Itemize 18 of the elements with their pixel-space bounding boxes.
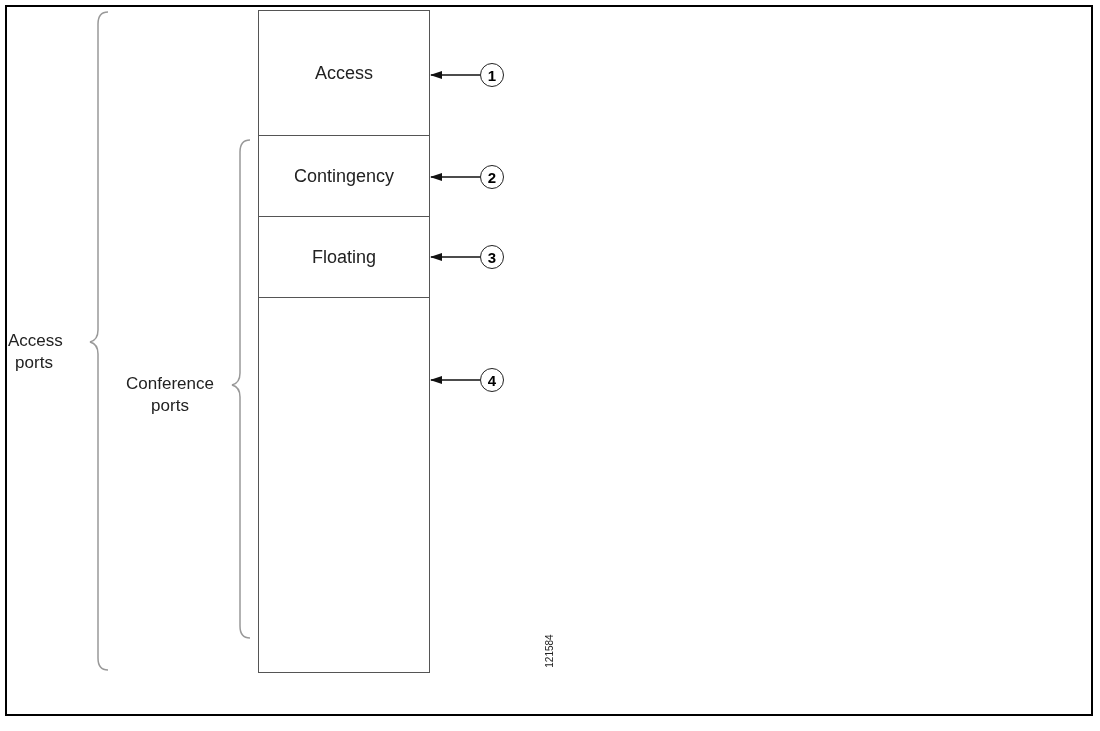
bracket-label: Access ports [8,330,60,374]
arrow [430,376,481,384]
callout-number: 2 [480,165,504,189]
callout-number: 1 [480,63,504,87]
callout-number: 4 [480,368,504,392]
segment-label: Floating [311,246,376,268]
column-segment [258,216,430,298]
segment-label: Access [315,62,373,84]
bracket-label: Conference ports [125,373,215,417]
arrow [430,71,481,79]
figure-number: 121584 [543,633,556,670]
column-segment [258,297,430,673]
arrow [430,173,481,181]
column-segment [258,10,430,136]
arrow [430,253,481,261]
callout-number: 3 [480,245,504,269]
column-segment [258,135,430,217]
segment-label: Contingency [293,165,395,187]
